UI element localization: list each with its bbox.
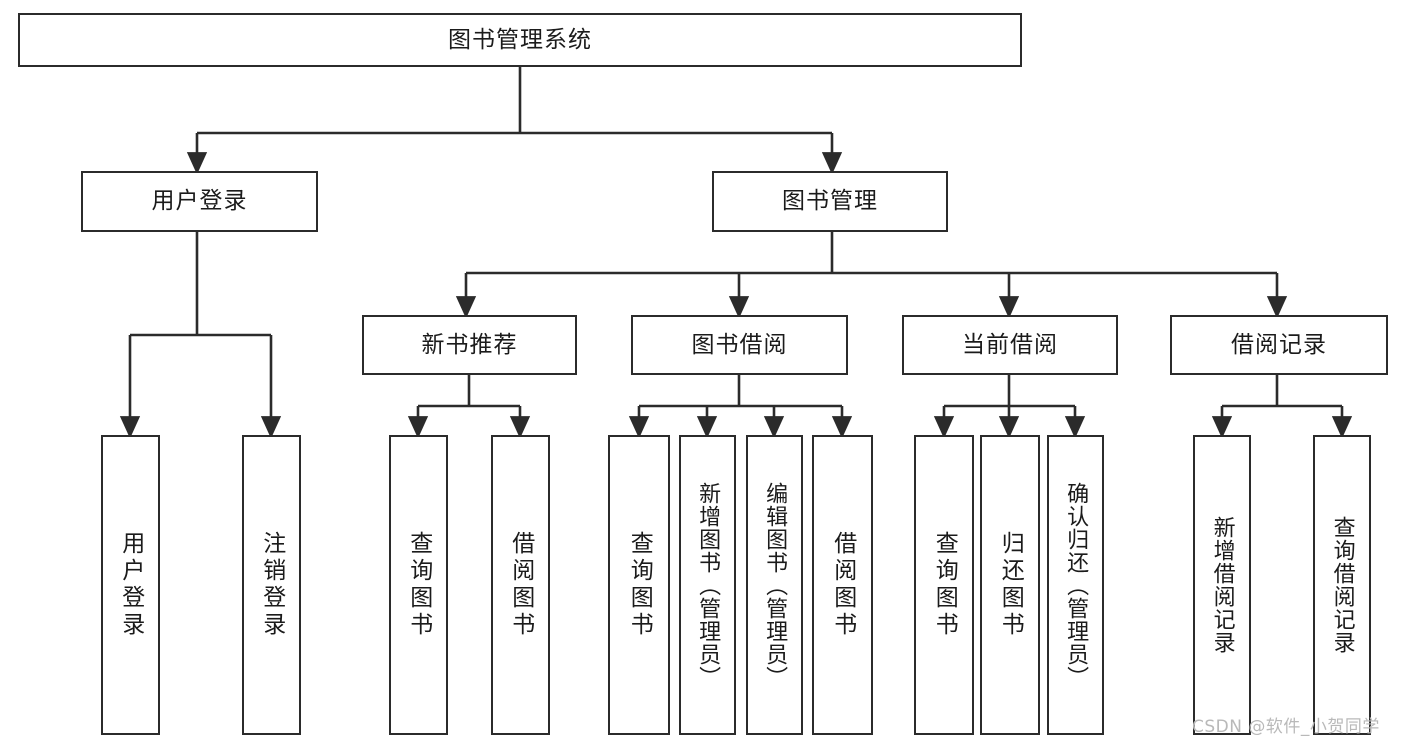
node-user-login[interactable]: 用户登录 bbox=[81, 171, 318, 232]
node-new-book-recommend[interactable]: 新书推荐 bbox=[362, 315, 577, 375]
node-label: 新增图书（管理员） bbox=[695, 481, 721, 689]
node-label: 新增借阅记录 bbox=[1209, 516, 1235, 654]
node-label: 图书管理系统 bbox=[448, 26, 592, 53]
node-label: 查询图书 bbox=[626, 531, 653, 639]
node-book-borrow[interactable]: 图书借阅 bbox=[631, 315, 848, 375]
node-label: 借阅图书 bbox=[829, 531, 856, 639]
node-label: 图书借阅 bbox=[691, 331, 788, 358]
node-label: 图书管理 bbox=[782, 188, 878, 215]
node-label: 编辑图书（管理员） bbox=[762, 481, 788, 689]
node-label: 查询借阅记录 bbox=[1329, 516, 1355, 654]
watermark-text: CSDN @软件_小贺同学 bbox=[1192, 717, 1380, 737]
node-label: 借阅图书 bbox=[507, 531, 534, 639]
leaf-borrow-book[interactable]: 借阅图书 bbox=[812, 435, 873, 735]
leaf-borrow-book-recommend[interactable]: 借阅图书 bbox=[491, 435, 550, 735]
leaf-confirm-return-admin[interactable]: 确认归还（管理员） bbox=[1047, 435, 1104, 735]
node-label: 归还图书 bbox=[997, 531, 1024, 639]
leaf-user-login[interactable]: 用户登录 bbox=[101, 435, 160, 735]
node-label: 注销登录 bbox=[258, 531, 285, 639]
node-root-system[interactable]: 图书管理系统 bbox=[18, 13, 1022, 67]
node-borrow-record[interactable]: 借阅记录 bbox=[1170, 315, 1388, 375]
node-label: 查询图书 bbox=[405, 531, 432, 639]
node-label: 确认归还（管理员） bbox=[1063, 481, 1089, 689]
node-label: 用户登录 bbox=[117, 531, 144, 639]
leaf-query-book-recommend[interactable]: 查询图书 bbox=[389, 435, 448, 735]
leaf-return-book[interactable]: 归还图书 bbox=[980, 435, 1040, 735]
node-label: 查询图书 bbox=[931, 531, 958, 639]
node-label: 新书推荐 bbox=[421, 331, 518, 358]
leaf-edit-book-admin[interactable]: 编辑图书（管理员） bbox=[746, 435, 803, 735]
node-current-borrow[interactable]: 当前借阅 bbox=[902, 315, 1118, 375]
leaf-query-borrow-record[interactable]: 查询借阅记录 bbox=[1313, 435, 1371, 735]
node-label: 借阅记录 bbox=[1231, 331, 1327, 358]
leaf-add-book-admin[interactable]: 新增图书（管理员） bbox=[679, 435, 736, 735]
node-book-management[interactable]: 图书管理 bbox=[712, 171, 948, 232]
node-label: 用户登录 bbox=[151, 188, 248, 215]
leaf-query-book-current[interactable]: 查询图书 bbox=[914, 435, 974, 735]
node-label: 当前借阅 bbox=[962, 331, 1058, 358]
leaf-logout[interactable]: 注销登录 bbox=[242, 435, 301, 735]
leaf-query-book-borrow[interactable]: 查询图书 bbox=[608, 435, 670, 735]
leaf-add-borrow-record[interactable]: 新增借阅记录 bbox=[1193, 435, 1251, 735]
